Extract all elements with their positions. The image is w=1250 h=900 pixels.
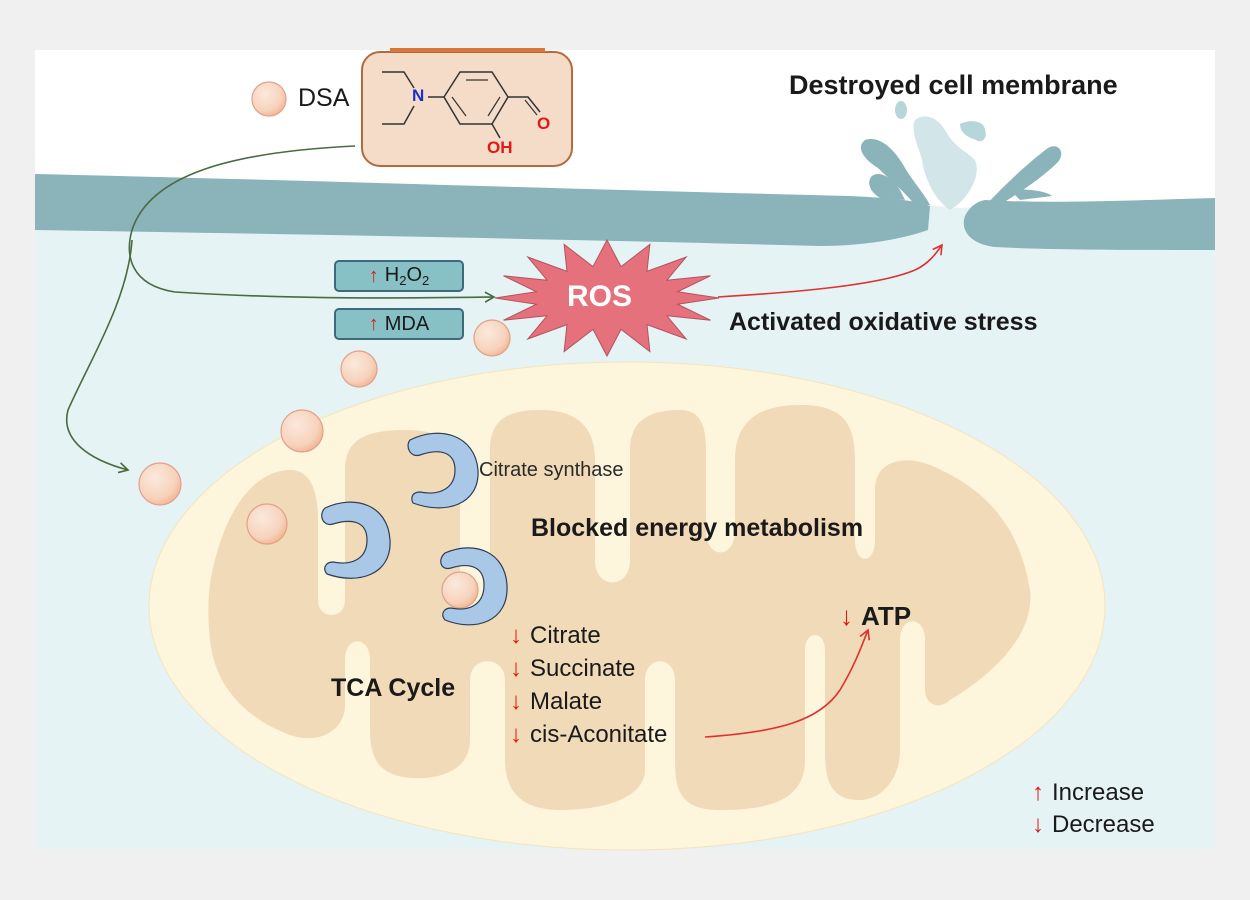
ros-label: ROS	[567, 280, 633, 313]
dsa-molecule	[280, 409, 324, 453]
enzyme-citrate-synthase	[407, 432, 479, 509]
dsa-structure-box	[361, 51, 573, 167]
atom-nitrogen: N	[412, 86, 425, 105]
metabolite-item: ↓cis-Aconitate	[510, 721, 668, 748]
membrane-fragment	[869, 173, 905, 200]
arrow-to-mitochondrion	[65, 239, 133, 474]
decrease-arrow-icon: ↓	[510, 688, 522, 715]
metabolite-item: ↓Succinate	[510, 655, 636, 682]
mda-label: MDA	[384, 312, 430, 335]
metabolite-item: ↓Malate	[510, 688, 603, 715]
dsa-molecules	[138, 81, 511, 609]
decrease-arrow-icon: ↓	[1032, 811, 1044, 838]
membrane-fragment	[985, 146, 1062, 206]
decrease-arrow-icon: ↓	[840, 601, 853, 631]
dsa-molecule	[473, 319, 511, 357]
arrow-to-atp	[704, 628, 871, 738]
citrate-synthase-label: Citrate synthase	[479, 459, 624, 481]
increase-arrow-icon: ↑	[368, 312, 379, 335]
tca-cycle-title: TCA Cycle	[331, 674, 456, 702]
mitochondrion-inner-membrane	[208, 405, 1031, 810]
atp-label: ↓ATP	[840, 601, 912, 631]
dsa-molecule	[251, 81, 287, 117]
metabolite-item: ↓Citrate	[510, 622, 601, 649]
atom-hydroxyl: OH	[487, 138, 513, 157]
arrow-to-ros	[128, 145, 496, 303]
cell-membrane-right	[963, 198, 1215, 250]
cell-membrane-left	[35, 174, 930, 246]
arrow-ros-to-membrane	[717, 243, 943, 298]
membrane-debris	[895, 101, 907, 119]
increase-arrow-icon: ↑	[368, 264, 379, 287]
legend-item-increase: ↑Increase	[1032, 779, 1145, 806]
h2o2-label: H2O2	[384, 264, 430, 288]
ros-starburst	[494, 238, 720, 358]
dsa-molecule	[246, 503, 288, 545]
energy-metabolism-title: Blocked energy metabolism	[531, 514, 864, 542]
enzyme-citrate-synthase	[440, 547, 508, 626]
enzyme-citrate-synthase	[321, 501, 391, 579]
citrate-synthase-enzymes	[321, 432, 508, 626]
membrane-fragment	[1010, 189, 1052, 200]
mda-marker: ↑ MDA	[334, 308, 464, 340]
membrane-fragment	[860, 139, 930, 205]
dsa-molecule	[340, 350, 378, 388]
increase-arrow-icon: ↑	[1032, 779, 1044, 806]
atom-oxygen: O	[537, 114, 551, 133]
dsa-label: DSA	[298, 84, 350, 112]
decrease-arrow-icon: ↓	[510, 655, 522, 682]
membrane-debris	[913, 116, 977, 210]
decrease-arrow-icon: ↓	[510, 721, 522, 748]
extracellular-space	[35, 50, 1215, 208]
h2o2-marker: ↑ H2O2	[334, 260, 464, 292]
decrease-arrow-icon: ↓	[510, 622, 522, 649]
membrane-debris	[960, 121, 986, 142]
legend-item-decrease: ↓Decrease	[1032, 811, 1155, 838]
dsa-chemical-structure	[382, 71, 541, 139]
oxidative-stress-title: Activated oxidative stress	[729, 308, 1038, 336]
membrane-title: Destroyed cell membrane	[789, 70, 1118, 100]
dsa-molecule	[441, 571, 479, 609]
dsa-molecule	[138, 462, 182, 506]
